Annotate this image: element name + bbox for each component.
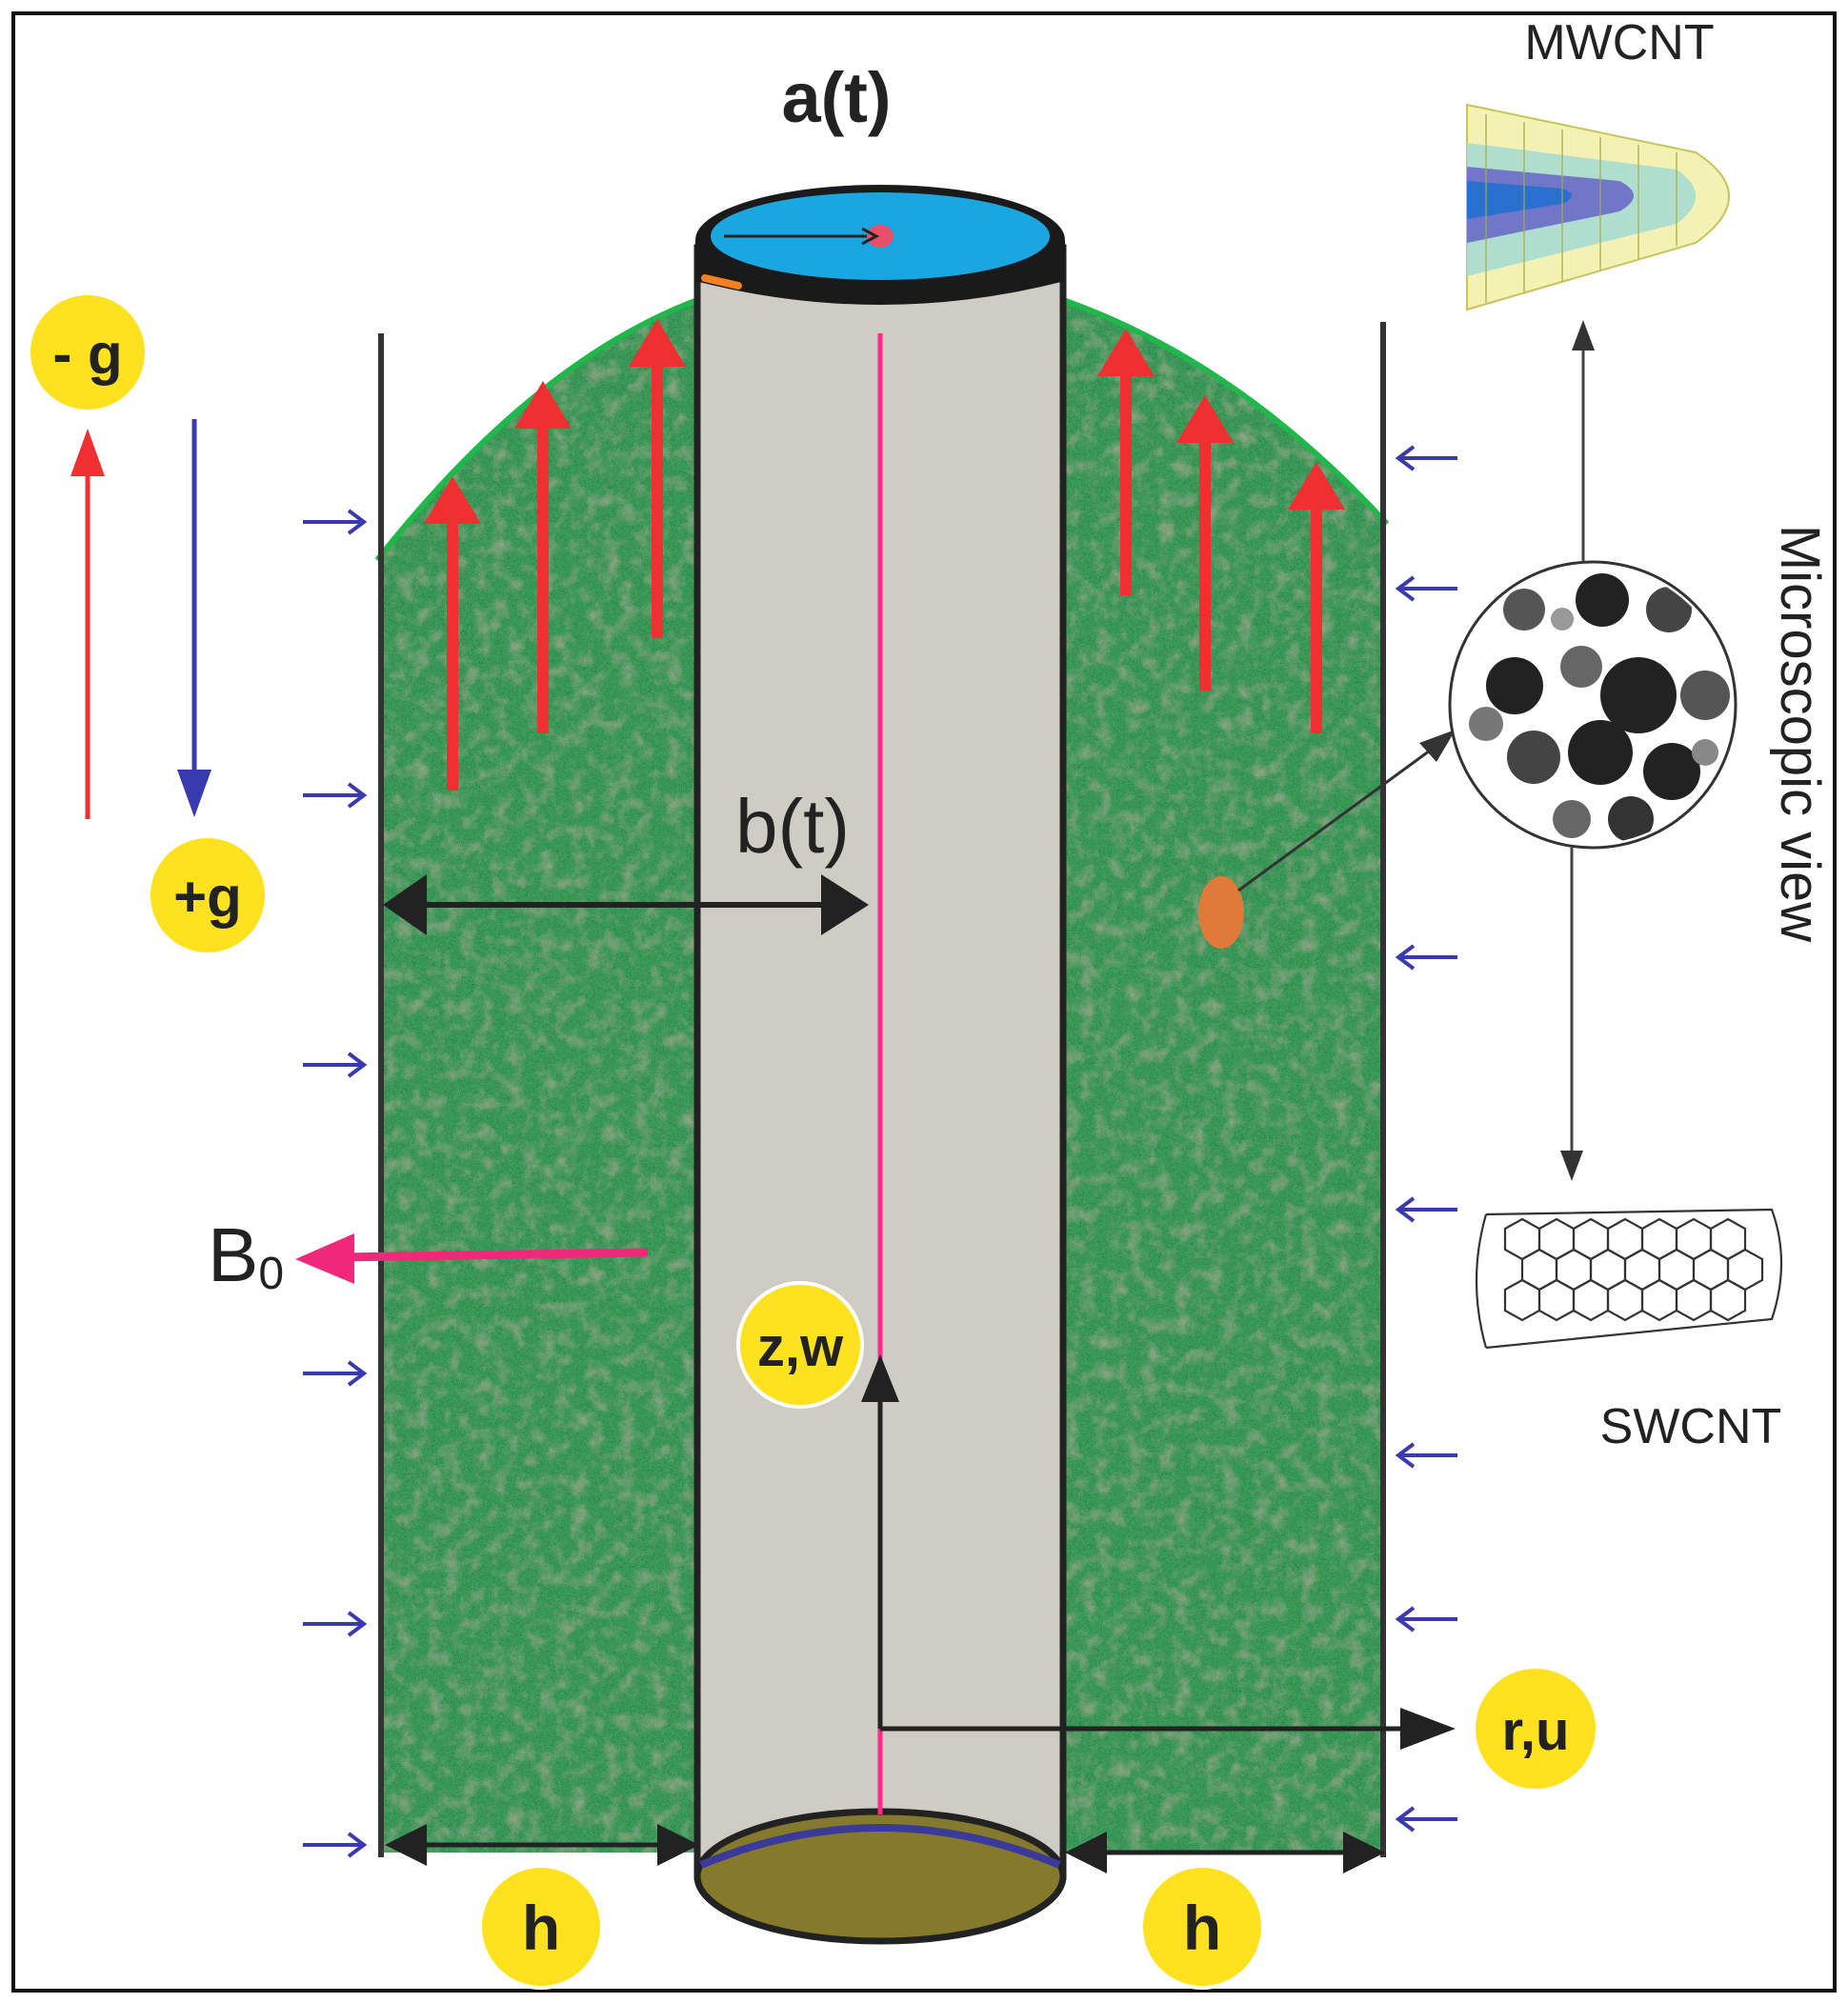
wall-pressure-arrows: [303, 445, 1457, 1858]
svg-text:+g: +g: [173, 865, 242, 929]
label-b-t: b(t): [735, 784, 850, 869]
label-a-t: a(t): [781, 58, 891, 137]
gap-radius-arrow: [383, 874, 869, 935]
label-microscopic-view: Microscopic view: [1769, 525, 1831, 943]
gravity-up-arrow: [70, 429, 105, 819]
svg-text:- g: - g: [52, 322, 122, 386]
fluid-right: [1063, 300, 1383, 1853]
svg-text:r,u: r,u: [1502, 1700, 1570, 1762]
svg-text:h: h: [522, 1893, 560, 1963]
label-swcnt: SWCNT: [1600, 1399, 1782, 1454]
free-surface-right: [1061, 297, 1390, 527]
badge-h-right: h: [1139, 1864, 1265, 1990]
pointer-line: [1237, 741, 1441, 892]
svg-text:h: h: [1183, 1893, 1221, 1963]
radial-arrow: [880, 1708, 1456, 1750]
badge-minus-g: - g: [27, 291, 149, 413]
badge-plus-g: +g: [147, 834, 269, 956]
buoyancy-arrows: [424, 319, 1345, 791]
label-mwcnt: MWCNT: [1524, 15, 1714, 70]
particle-circle-icon: [1448, 560, 1738, 850]
badge-z-w: z,w: [736, 1281, 864, 1409]
badge-h-left: h: [478, 1864, 604, 1990]
hexagon-tube-icon: [1475, 1208, 1783, 1350]
svg-text:z,w: z,w: [757, 1316, 844, 1378]
nanoparticle-dot: [1198, 876, 1244, 949]
gap-right-arrow: [1065, 1832, 1385, 1873]
gap-left-arrow: [385, 1824, 699, 1866]
fluid-left: [381, 300, 697, 1853]
label-b0: B0: [208, 1212, 284, 1299]
cone-nanotube-icon: [1466, 103, 1730, 311]
axial-arrow: [861, 1354, 899, 1729]
badge-r-u: r,u: [1472, 1665, 1599, 1793]
gravity-down-arrow: [177, 419, 211, 817]
outer-frame: [11, 11, 1837, 1993]
magnetic-field-arrow: [295, 1233, 649, 1284]
